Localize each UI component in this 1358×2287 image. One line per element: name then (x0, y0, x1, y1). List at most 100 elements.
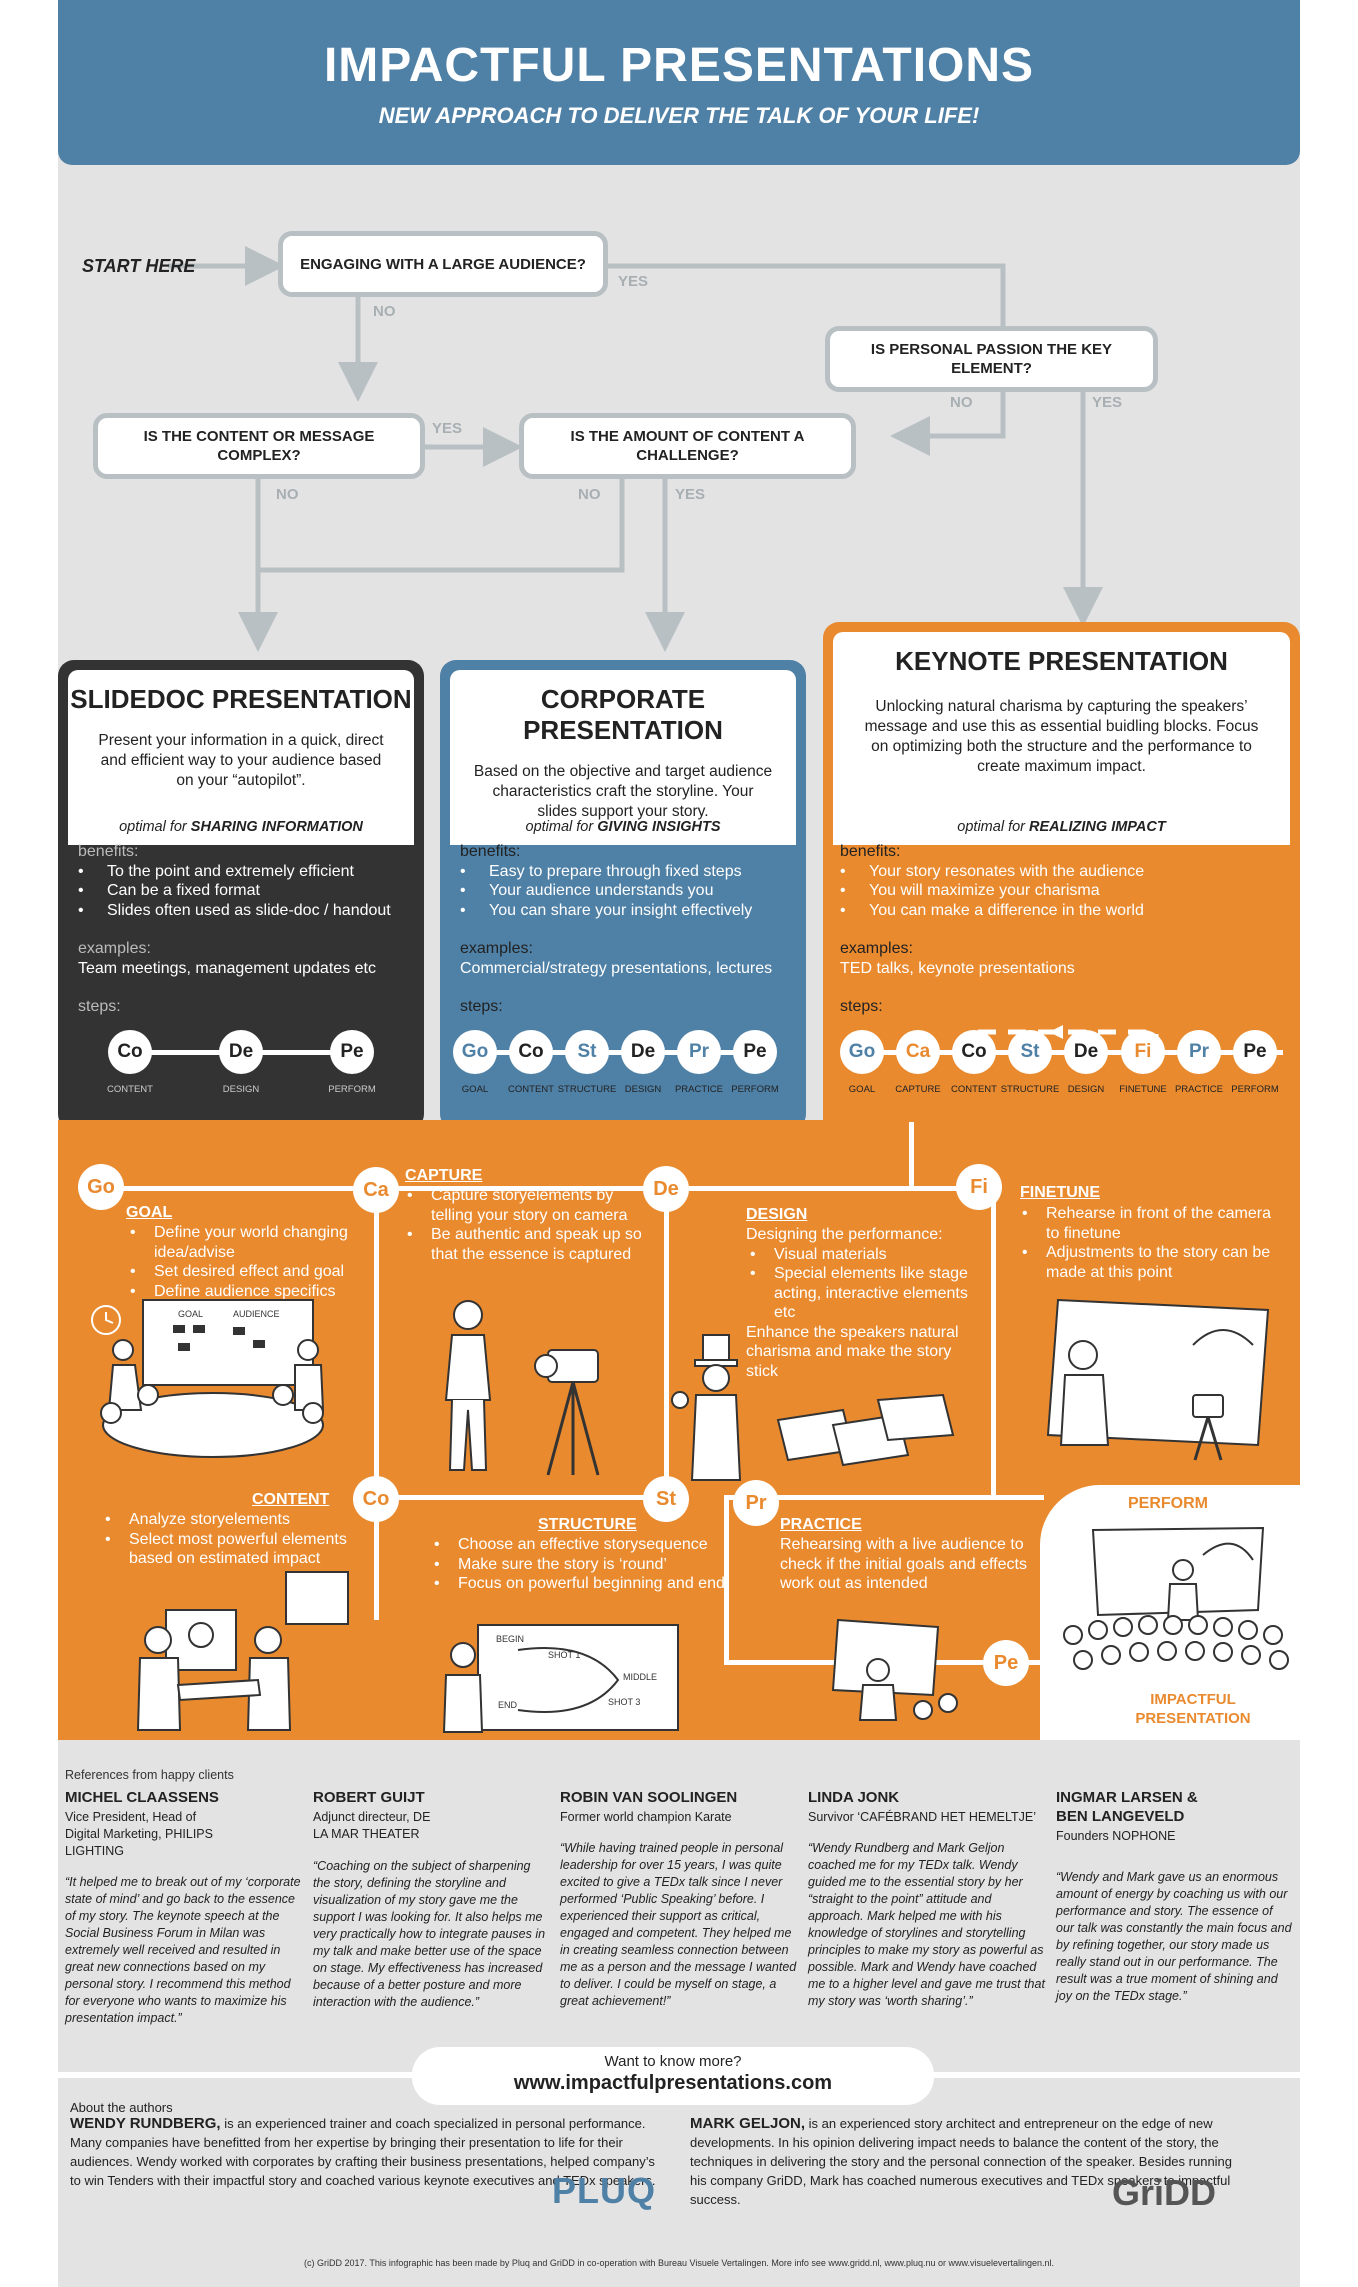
step-label: FINETUNE (1119, 1084, 1167, 1095)
sketch-label: END (498, 1700, 518, 1710)
step-circle: De (1064, 1030, 1108, 1074)
step-label: DESIGN (624, 1084, 662, 1095)
card-optimal: optimal for REALIZING IMPACT (957, 819, 1166, 835)
testimonials-label: References from happy clients (65, 1768, 234, 1782)
testimonial-quote: “It helped me to break out of my ‘corpor… (65, 1875, 301, 2025)
no-label: NO (950, 394, 973, 411)
step-capture-circle: Ca (353, 1167, 399, 1213)
design-sketch (671, 1334, 955, 1481)
step-label: DESIGN (1067, 1084, 1105, 1095)
testimonial-quote: “Wendy and Mark gave us an enormous amou… (1056, 1870, 1292, 2003)
question-personal-passion: IS PERSONAL PASSION THE KEY ELEMENT? (825, 326, 1158, 392)
testimonial: ROBERT GUIJT Adjunct directeur, DE LA MA… (313, 1788, 551, 2011)
card-body: benefits: Easy to prepare through fixed … (460, 842, 796, 1017)
card-body: benefits: To the point and extremely eff… (78, 842, 414, 1017)
capture-sketch (444, 1300, 600, 1476)
steps-row: Go Co St De Pr Pe GOAL CONTENT STRUCTURE… (440, 1030, 806, 1100)
design-heading: DESIGN (746, 1206, 808, 1223)
testimonial-name: LINDA JONK (808, 1789, 900, 1806)
card-optimal: optimal for SHARING INFORMATION (119, 819, 363, 835)
corporate-card: CORPORATE PRESENTATION Based on the obje… (440, 660, 806, 1130)
header-banner: IMPACTFUL PRESENTATIONS NEW APPROACH TO … (58, 0, 1300, 165)
sketch-label: SHOT 3 (608, 1697, 640, 1707)
step-label: CONTENT (107, 1084, 153, 1095)
page-title: IMPACTFUL PRESENTATIONS (323, 39, 1035, 92)
step-circle: Pe (1233, 1030, 1277, 1074)
gridd-logo: GriDD (1112, 2172, 1217, 2213)
start-label: START HERE (82, 256, 196, 276)
content-sketch (136, 1571, 349, 1731)
step-circle: Go (840, 1030, 884, 1074)
step-perform-circle: Pe (983, 1640, 1029, 1686)
goal-text: Define your world changing idea/adviseSe… (126, 1223, 356, 1301)
step-circle: Pe (733, 1030, 777, 1074)
practice-heading: PRACTICE (780, 1516, 862, 1533)
step-circle: St (565, 1030, 609, 1074)
step-label: PRACTICE (674, 1084, 724, 1095)
structure-sketch: BEGIN SHOT 1 MIDDLE SHOT 3 END (442, 1624, 679, 1733)
testimonial-role: Founders NOPHONE (1056, 1829, 1176, 1843)
website-link[interactable]: www.impactfulpresentations.com (513, 2072, 833, 2094)
yes-label: YES (1092, 394, 1123, 411)
sketch-label: SHOT 1 (548, 1650, 580, 1660)
sketch-label: GOAL (178, 1309, 203, 1319)
structure-heading: STRUCTURE (538, 1516, 637, 1533)
step-circle: De (621, 1030, 665, 1074)
practice-text: Rehearsing with a live audience to check… (780, 1536, 1027, 1592)
design-text: Designing the performance: Visual materi… (746, 1225, 976, 1381)
examples-text: TED talks, keynote presentations (840, 959, 1075, 977)
about-label: About the authors (70, 2100, 173, 2115)
testimonial-name: ROBERT GUIJT (313, 1789, 425, 1806)
testimonial-quote: “Wendy Rundberg and Mark Geljon coached … (808, 1841, 1045, 2008)
step-label: PRACTICE (1174, 1084, 1224, 1095)
about-wendy: WENDY RUNDBERG, is an experienced traine… (70, 2115, 656, 2188)
step-label: CONTENT (508, 1084, 554, 1095)
capture-text: Capture storyelements by telling your st… (403, 1186, 653, 1264)
more-info-box: Want to know more? www.impactfulpresenta… (412, 2047, 934, 2105)
keynote-card: KEYNOTE PRESENTATION Unlocking natural c… (823, 622, 1300, 1142)
benefit-item: You can make a difference in the world (840, 901, 1290, 921)
testimonial: ROBIN VAN SOOLINGEN Former world champio… (560, 1788, 798, 2010)
step-label: PERFORM (1231, 1084, 1279, 1095)
pluq-logo: PLUQ (552, 2170, 657, 2211)
step-circle: Go (453, 1030, 497, 1074)
page-subtitle: NEW APPROACH TO DELIVER THE TALK OF YOUR… (378, 103, 980, 128)
testimonial-quote: “While having trained people in personal… (560, 1841, 797, 2008)
step-circle: Pe (330, 1030, 374, 1074)
step-circle: Fi (1121, 1030, 1165, 1074)
step-structure-circle: St (643, 1476, 689, 1522)
step-circle: De (219, 1030, 263, 1074)
step-label: GOAL (848, 1084, 876, 1095)
finetune-sketch (1046, 1298, 1270, 1461)
step-goal-circle: Go (78, 1164, 124, 1210)
card-title: KEYNOTE PRESENTATION (895, 646, 1228, 676)
capture-heading: CAPTURE (405, 1167, 483, 1184)
step-label: STRUCTURE (557, 1084, 617, 1095)
testimonial-role: Survivor ‘CAFÉBRAND HET HEMELTJE’ (808, 1810, 1037, 1824)
about-mark: MARK GELJON, is an experienced story arc… (690, 2115, 1233, 2207)
content-heading: CONTENT (252, 1491, 330, 1508)
no-label: NO (578, 486, 601, 503)
benefit-item: Slides often used as slide-doc / handout (78, 901, 414, 921)
slidedoc-card: SLIDEDOC PRESENTATION Present your infor… (58, 660, 424, 1130)
step-label: CONTENT (951, 1084, 997, 1095)
benefit-item: Easy to prepare through fixed steps (460, 862, 796, 882)
examples-text: Commercial/strategy presentations, lectu… (460, 959, 773, 977)
flowchart-arrows (168, 246, 1103, 652)
step-circle: St (1008, 1030, 1052, 1074)
step-label: STRUCTURE (1000, 1084, 1060, 1095)
step-label: GOAL (461, 1084, 489, 1095)
testimonial-name: ROBIN VAN SOOLINGEN (560, 1789, 738, 1806)
sketch-label: MIDDLE (623, 1672, 657, 1682)
yes-label: YES (675, 486, 706, 503)
step-circle: Ca (896, 1030, 940, 1074)
finetune-heading: FINETUNE (1020, 1184, 1100, 1201)
step-circle: Pr (677, 1030, 721, 1074)
steps-row: Go Ca Co St De Fi Pr Pe GOAL CAPTURE CON… (823, 1030, 1300, 1100)
step-finetune-circle: Fi (956, 1164, 1002, 1210)
steps-row: Co De Pe CONTENT DESIGN PERFORM (58, 1030, 424, 1100)
finetune-text: Rehearse in front of the camera to finet… (1018, 1204, 1278, 1282)
step-circle: Co (952, 1030, 996, 1074)
step-circle: Co (509, 1030, 553, 1074)
